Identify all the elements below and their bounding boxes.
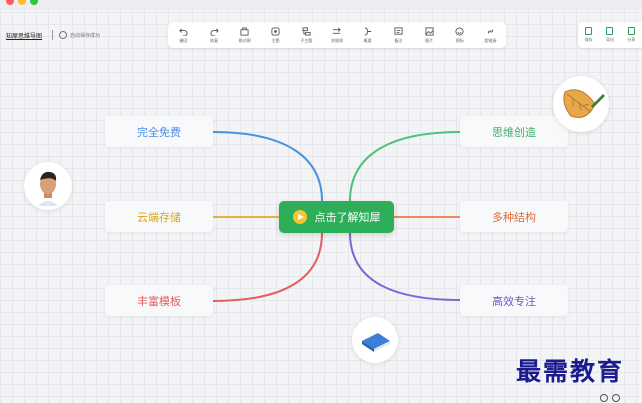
image-icon: [425, 26, 434, 36]
undo-label: 撤回: [179, 37, 188, 43]
divider: [52, 30, 54, 40]
share-label: 分享: [627, 37, 636, 42]
node-label: 多种结构: [492, 210, 536, 224]
subtopic-button[interactable]: 子主题: [293, 26, 319, 44]
undo-button[interactable]: 撤回: [170, 27, 196, 44]
save-label: 保存: [584, 37, 593, 42]
summary-button[interactable]: 概要: [355, 26, 381, 44]
emoji-icon: [455, 26, 464, 36]
summary-icon: [364, 26, 372, 36]
node-label: 思维创造: [492, 125, 536, 139]
window-title-bar: [0, 0, 642, 10]
branch-line-complete-free: [212, 131, 323, 202]
node-label: 完全免费: [137, 125, 181, 139]
note-icon: [394, 26, 403, 35]
close-window-dot[interactable]: [6, 0, 14, 5]
theme-icon: [271, 26, 280, 36]
node-cloud-storage[interactable]: 云端存储: [105, 201, 213, 232]
summary-label: 概要: [363, 37, 372, 43]
save-status-icon: [59, 31, 68, 39]
note-label: 备注: [394, 37, 403, 43]
theme-label: 主题: [271, 37, 280, 43]
help-icon[interactable]: [600, 394, 608, 402]
format-brush-button[interactable]: 格式刷: [232, 26, 258, 44]
avatar-bubble: [24, 162, 72, 210]
center-topic-node[interactable]: 点击了解知犀: [279, 201, 394, 233]
emoji-label: 图标: [455, 37, 464, 43]
document-header: 知犀思维导图 自动保存成功: [0, 18, 150, 52]
share-icon: [627, 27, 635, 35]
relation-line-label: 关联线: [330, 37, 343, 43]
relation-line-button[interactable]: 关联线: [324, 27, 350, 44]
bottom-controls: [600, 394, 620, 402]
theme-button[interactable]: 主题: [263, 26, 289, 44]
save-button[interactable]: 保存: [580, 27, 598, 43]
node-label: 丰富模板: [137, 294, 181, 308]
share-button[interactable]: 分享: [622, 27, 640, 43]
image-label: 图片: [425, 37, 434, 43]
node-label: 云端存储: [137, 210, 181, 224]
right-toolbar: 保存 导出 分享: [578, 22, 642, 48]
undo-icon: [179, 27, 188, 36]
subtopic-label: 子主题: [300, 37, 313, 43]
node-mind-create[interactable]: 思维创造: [460, 116, 568, 147]
watermark-text: 最需教育: [516, 357, 625, 386]
relation-line-icon: [333, 27, 342, 34]
leaf-sticker-bubble: [553, 76, 609, 132]
node-efficient-focus[interactable]: 高效专注: [460, 285, 568, 316]
branch-line-rich-templates: [212, 232, 323, 302]
emoji-button[interactable]: 图标: [447, 26, 473, 44]
branch-line-mind-create: [349, 131, 461, 202]
note-button[interactable]: 备注: [385, 26, 411, 44]
leaf-pen-icon: [563, 89, 605, 118]
minimize-window-dot[interactable]: [18, 0, 26, 5]
image-button[interactable]: 图片: [416, 26, 442, 44]
save-icon: [585, 27, 593, 35]
redo-icon: [210, 27, 219, 36]
export-button[interactable]: 导出: [601, 27, 619, 43]
link-label: 超链接: [484, 37, 497, 43]
save-status-text: 自动保存成功: [70, 32, 101, 39]
center-topic-label: 点击了解知犀: [314, 211, 381, 224]
play-icon: [292, 210, 307, 224]
main-toolbar: 撤回 恢复 格式刷 主题 子主题 关联线 概要 备注 图片 图标 超链接: [168, 22, 506, 48]
format-brush-label: 格式刷: [238, 37, 251, 43]
node-multi-structure[interactable]: 多种结构: [460, 201, 568, 232]
export-label: 导出: [605, 37, 614, 42]
branch-line-efficient-focus: [349, 232, 461, 301]
avatar-icon: [38, 171, 58, 206]
link-icon: [487, 28, 494, 34]
link-button[interactable]: 超链接: [478, 27, 504, 44]
node-complete-free[interactable]: 完全免费: [105, 116, 213, 147]
node-rich-templates[interactable]: 丰富模板: [105, 285, 213, 316]
export-icon: [606, 27, 614, 35]
node-label: 高效专注: [492, 294, 536, 308]
book-bubble: [352, 317, 398, 363]
settings-icon[interactable]: [612, 394, 620, 402]
book-icon: [362, 333, 390, 352]
format-brush-icon: [240, 26, 249, 36]
subtopic-icon: [302, 26, 311, 36]
redo-label: 恢复: [210, 37, 219, 43]
document-title[interactable]: 知犀思维导图: [6, 32, 43, 40]
redo-button[interactable]: 恢复: [201, 27, 227, 44]
maximize-window-dot[interactable]: [30, 0, 38, 5]
